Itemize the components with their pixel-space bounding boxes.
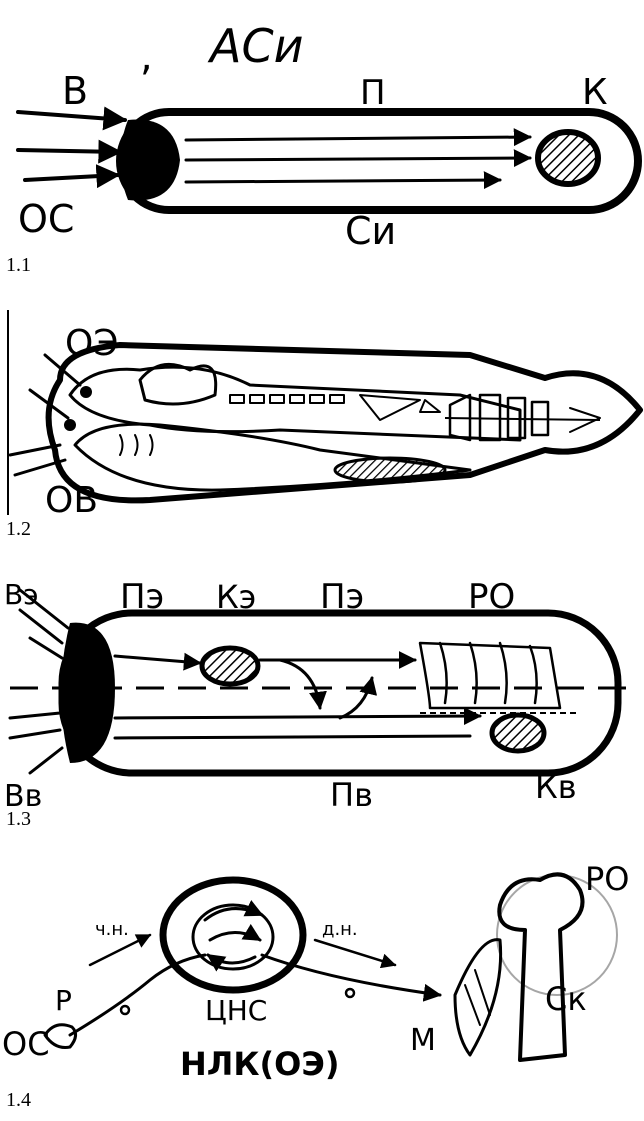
- target-bottom: [492, 715, 544, 751]
- label-cns: ЦНС: [205, 994, 267, 1027]
- label-ov: ОВ: [45, 480, 98, 515]
- bone-skeleton: [499, 874, 582, 1060]
- caption-1-2: 1.2: [6, 518, 31, 541]
- label-m: М: [410, 1023, 436, 1058]
- muscle: [455, 940, 501, 1055]
- figure-1-3: Вэ Пэ Кэ Пэ РО Вв Пв Кв 1.3: [0, 568, 644, 838]
- target-circle: [538, 132, 598, 184]
- label-ke: Кэ: [216, 578, 256, 616]
- cns-outline: [163, 880, 303, 990]
- label-oe: ОЭ: [65, 323, 118, 364]
- label-os-2: ОС: [2, 1025, 50, 1063]
- label-pe-1: Пэ: [120, 577, 164, 617]
- label-r: Р: [55, 984, 72, 1017]
- figure-1-2: ОЭ ОВ 1.2: [0, 300, 644, 550]
- label-kv: Кв: [535, 768, 577, 806]
- caption-1-4: 1.4: [6, 1089, 31, 1112]
- label-ro-2: РО: [585, 860, 629, 898]
- label-p: П: [360, 73, 386, 113]
- label-pe-2: Пэ: [320, 577, 364, 617]
- label-ch-n: ч.н.: [95, 919, 129, 940]
- svg-text:,: ,: [140, 34, 153, 80]
- label-v: В: [62, 69, 88, 113]
- diagram-1-2: ОЭ ОВ: [0, 300, 644, 515]
- diagram-1-4: РО ч.н. д.н. Р ЦНС Ск ОС М НЛК(ОЭ): [0, 855, 644, 1087]
- segment-row: [230, 395, 344, 403]
- caption-1-1: 1.1: [6, 254, 31, 277]
- label-vv: Вв: [4, 779, 42, 808]
- label-ve: Вэ: [4, 578, 39, 611]
- label-sk: Ск: [545, 980, 587, 1018]
- label-k: К: [582, 72, 608, 113]
- label-si: Си: [345, 209, 396, 250]
- label-ro: РО: [468, 577, 515, 617]
- label-d-n: д.н.: [322, 919, 358, 940]
- figure-1-4: РО ч.н. д.н. Р ЦНС Ск ОС М НЛК(ОЭ) 1.4: [0, 855, 644, 1121]
- caption-1-3: 1.3: [6, 808, 31, 831]
- label-os: ОС: [18, 197, 74, 241]
- hatched-organ: [335, 458, 445, 482]
- figure-1-1: АСи , В ОС П К Си 1.1: [0, 0, 644, 280]
- target-top: [202, 648, 258, 684]
- effector-organ: [420, 643, 580, 713]
- receptor-cap-2: [61, 623, 115, 763]
- label-pv: Пв: [330, 776, 373, 808]
- diagram-1-3: Вэ Пэ Кэ Пэ РО Вв Пв Кв: [0, 568, 644, 808]
- title-asi: АСи: [207, 19, 303, 73]
- label-nlk: НЛК(ОЭ): [180, 1045, 339, 1083]
- diagram-1-1: АСи , В ОС П К Си: [0, 0, 644, 250]
- receptor-cap: [120, 120, 180, 201]
